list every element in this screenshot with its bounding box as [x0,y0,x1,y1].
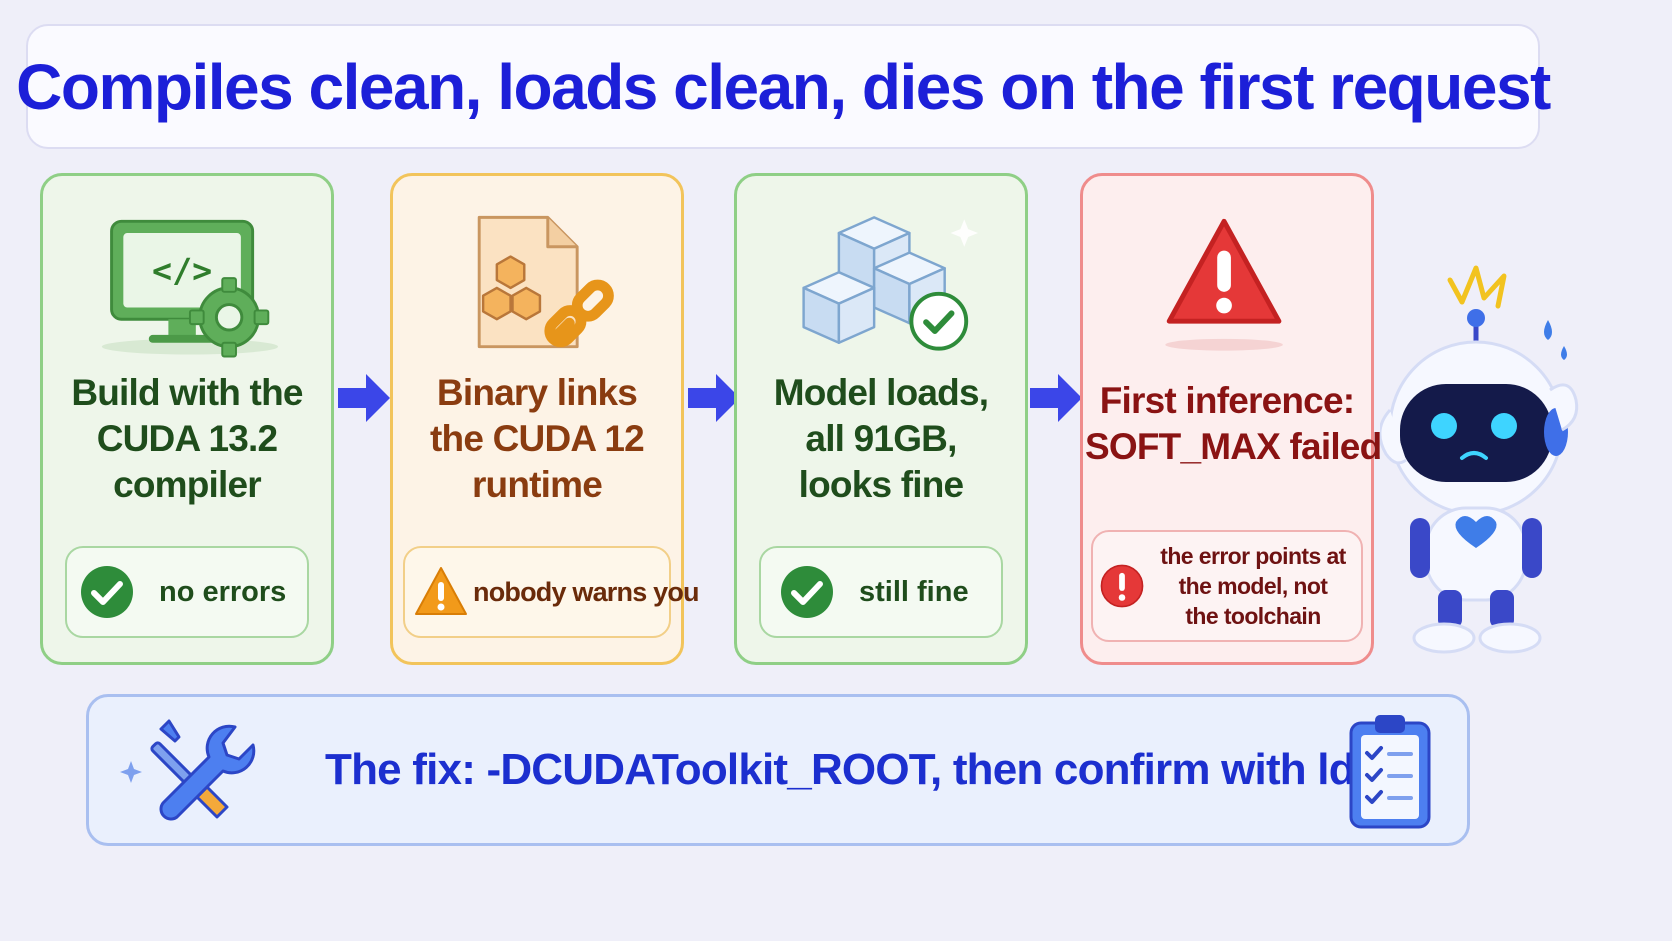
step-line: CUDA 13.2 [96,418,278,459]
step-card-build: </> Build with the CUDA 13.2 compiler no… [40,173,334,665]
step-line: SOFT_MAX failed [1085,426,1382,467]
page-title: Compiles clean, loads clean, dies on the… [16,50,1551,123]
step-line: Model loads, [773,372,989,413]
check-circle-icon [781,566,833,618]
check-circle-icon [81,566,133,618]
step-card-link: Binary links the CUDA 12 runtime nobody … [390,173,700,665]
svg-text:</>: </> [152,251,212,290]
step-line: Binary links [436,372,638,413]
status-text: nobody warns you [473,576,700,607]
model-cubes-check-icon [802,216,978,351]
step-line: runtime [471,464,603,505]
status-badge: still fine [759,546,1003,638]
robot-mascot-icon [1380,265,1579,654]
monitor-code-gear-icon: </> [101,219,279,358]
checklist-clipboard-icon [1349,715,1431,829]
status-badge: no errors [65,546,309,638]
warning-triangle-icon [415,567,467,615]
binary-file-link-icon [477,215,614,349]
status-line: the model, not [1178,573,1328,599]
status-badge: nobody warns you [403,546,700,638]
title-banner: Compiles clean, loads clean, dies on the… [16,24,1551,149]
status-text: still fine [859,575,969,608]
tools-icon [120,719,256,821]
arrow-right-icon [1030,374,1082,422]
step-line: First inference: [1099,380,1355,421]
step-line: looks fine [798,464,965,505]
status-line: the error points at [1160,543,1346,569]
exclamation-circle-icon [1100,564,1144,608]
arrow-right-icon [688,374,740,422]
step-card-failure: First inference: SOFT_MAX failed the err… [1080,173,1382,665]
step-line: Build with the [71,372,303,413]
step-line: compiler [113,464,262,505]
step-line: all 91GB, [805,418,957,459]
error-triangle-icon [1165,218,1283,351]
fix-banner: The fix: -DCUDAToolkit_ROOT, then confir… [86,694,1470,846]
step-line: the CUDA 12 [430,418,645,459]
status-text: no errors [159,575,287,608]
status-badge: the error points at the model, not the t… [1091,530,1363,642]
arrow-right-icon [338,374,390,422]
fix-text: The fix: -DCUDAToolkit_ROOT, then confir… [325,745,1382,794]
step-card-model: Model loads, all 91GB, looks fine still … [734,173,1028,665]
status-line: the toolchain [1185,603,1321,629]
